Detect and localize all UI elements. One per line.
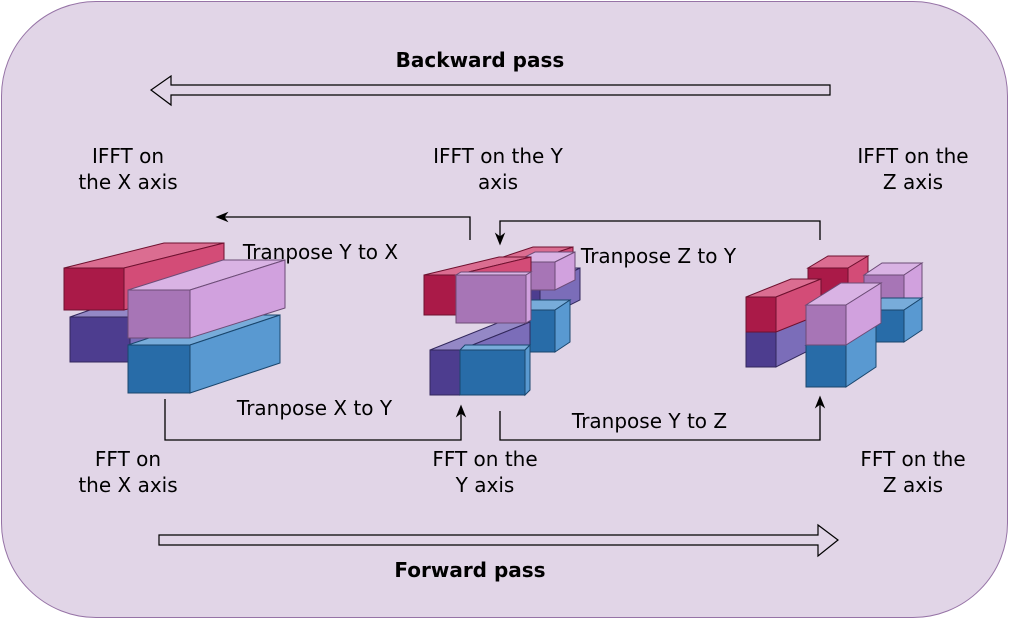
transpose-y-to-z-connector	[499, 395, 826, 441]
transpose-x-to-y-label: Tranpose X to Y	[236, 396, 393, 420]
transpose-y-to-x-connector	[215, 211, 471, 240]
transpose-x-to-y-connector	[164, 399, 467, 441]
fft-z-label: FFT on the Z axis	[860, 447, 966, 497]
backward-pass-title: Backward pass	[395, 48, 565, 72]
fft-x-label: FFT on the X axis	[78, 447, 178, 497]
forward-pass-arrow	[158, 523, 839, 558]
cube-z-pink-front	[804, 282, 883, 346]
ifft-z-label: IFFT on the Z axis	[857, 144, 969, 194]
transpose-y-to-z-label: Tranpose Y to Z	[571, 409, 728, 433]
transpose-y-to-x-label: Tranpose Y to X	[242, 240, 399, 264]
transpose-z-to-y-label: Tranpose Z to Y	[580, 244, 737, 268]
backward-pass-arrow	[149, 74, 831, 107]
transpose-z-to-y-connector	[494, 220, 821, 246]
ifft-y-label: IFFT on the Y axis	[433, 144, 563, 194]
cube-y-pink-front	[454, 271, 533, 324]
fft-y-label: FFT on the Y axis	[432, 447, 538, 497]
forward-pass-title: Forward pass	[394, 558, 546, 582]
cube-z-red-front	[745, 278, 822, 333]
cube-x-pink	[127, 259, 286, 339]
ifft-x-label: IFFT on the X axis	[78, 144, 178, 194]
cube-y-blue-front	[458, 343, 532, 397]
